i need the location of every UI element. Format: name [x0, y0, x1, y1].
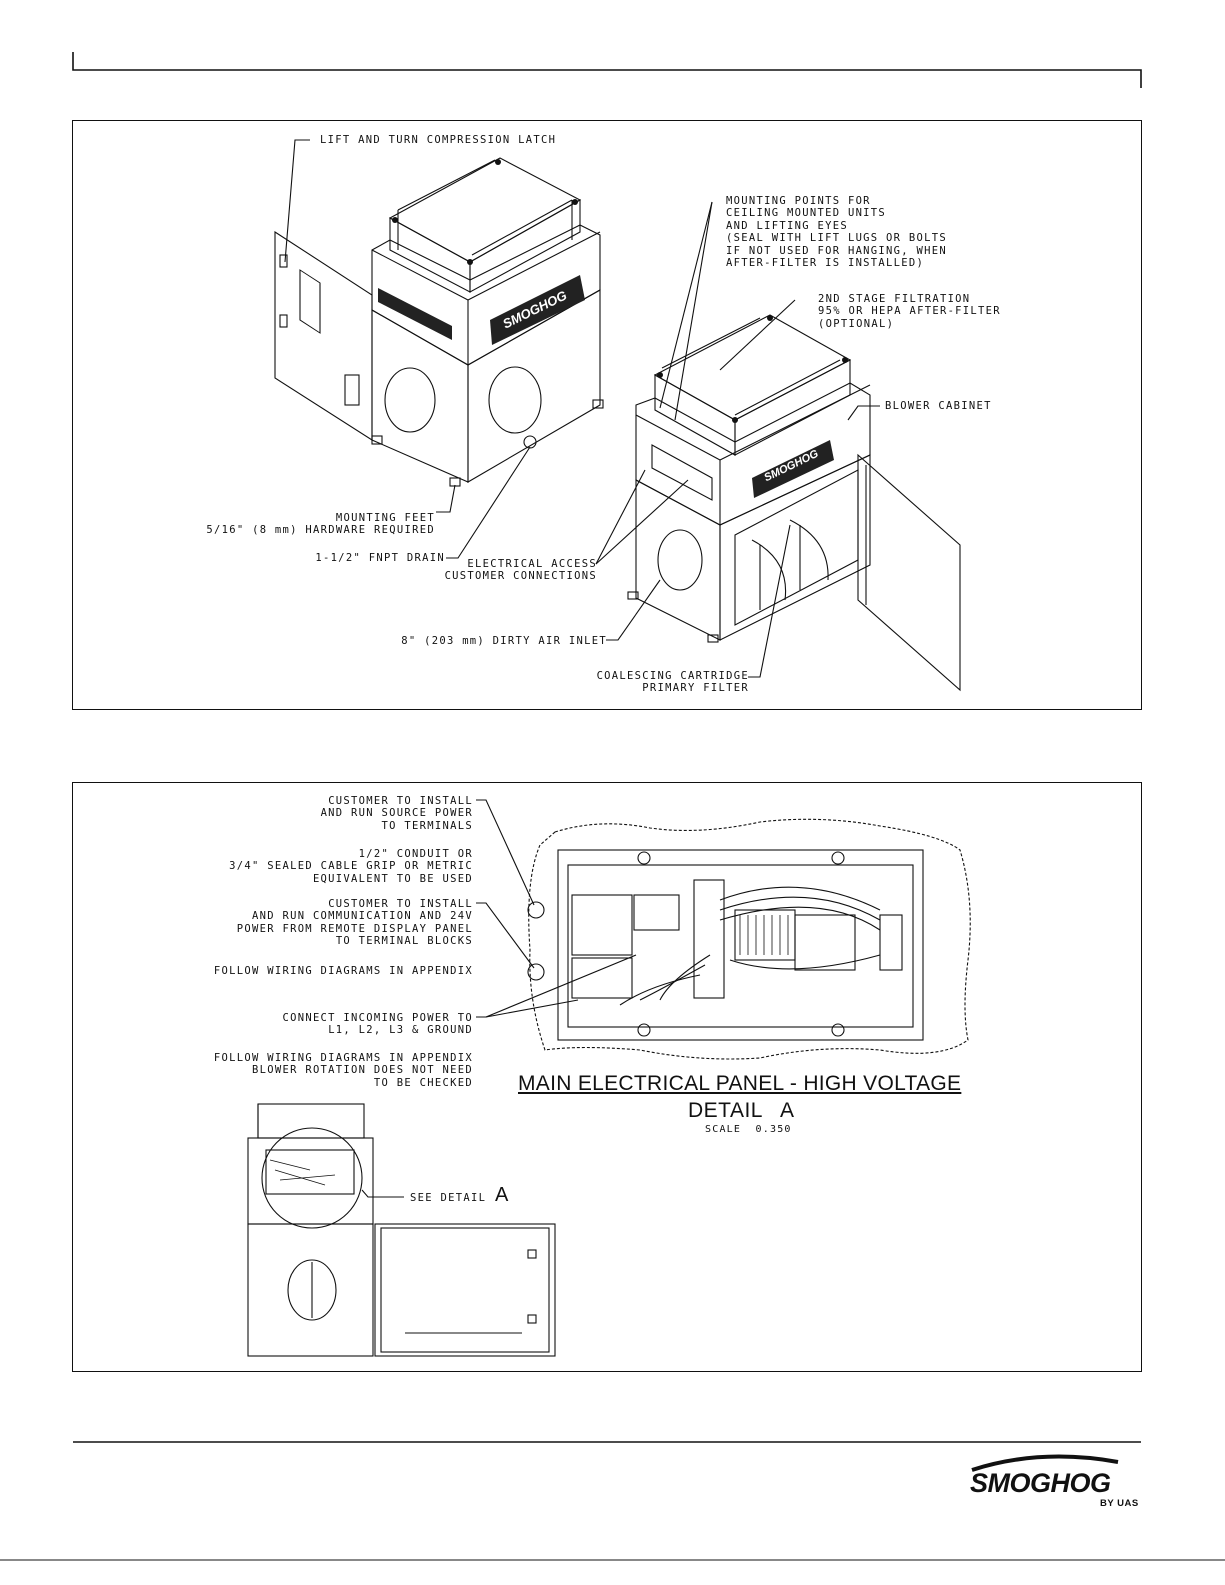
footer-brand-sub: BY UAS [1100, 1498, 1139, 1509]
figure-1-drawing [274, 139, 961, 692]
callout-see-detail-letter: A [495, 1184, 509, 1206]
callout-mounting-feet: MOUNTING FEET 5/16" (8 mm) HARDWARE REQU… [206, 512, 435, 537]
detail-subtitle: DETAIL A [688, 1099, 795, 1122]
figure-2-drawing [247, 799, 971, 1357]
detail-title: MAIN ELECTRICAL PANEL - HIGH VOLTAGE [518, 1072, 962, 1095]
header-rule [72, 52, 1142, 88]
callout-dirty-air-inlet: 8" (203 mm) DIRTY AIR INLET [401, 635, 607, 647]
callout-latch: LIFT AND TURN COMPRESSION LATCH [320, 134, 557, 146]
callout-conduit: 1/2" CONDUIT OR 3/4" SEALED CABLE GRIP O… [229, 848, 473, 885]
callout-blower-cabinet: BLOWER CABINET [885, 400, 992, 412]
detail-scale: SCALE 0.350 [705, 1124, 792, 1135]
callout-coalescing: COALESCING CARTRIDGE PRIMARY FILTER [596, 670, 749, 695]
callout-communication: CUSTOMER TO INSTALL AND RUN COMMUNICATIO… [236, 898, 473, 948]
footer-brand-logo: SMOGHOG [970, 1468, 1111, 1498]
callout-follow-wiring-2: FOLLOW WIRING DIAGRAMS IN APPENDIX BLOWE… [213, 1052, 473, 1089]
figure-1-frame [72, 120, 1142, 710]
figure-2-frame [72, 782, 1142, 1372]
callout-second-stage: 2ND STAGE FILTRATION 95% OR HEPA AFTER-F… [818, 293, 1001, 330]
callout-electrical-access: ELECTRICAL ACCESS CUSTOMER CONNECTIONS [444, 558, 597, 583]
callout-see-detail: SEE DETAIL [410, 1192, 487, 1204]
callout-incoming-power: CONNECT INCOMING POWER TO L1, L2, L3 & G… [282, 1012, 473, 1037]
callout-source-power: CUSTOMER TO INSTALL AND RUN SOURCE POWER… [320, 795, 473, 832]
callout-follow-wiring-1: FOLLOW WIRING DIAGRAMS IN APPENDIX [213, 965, 473, 977]
callout-mounting-points: MOUNTING POINTS FOR CEILING MOUNTED UNIT… [726, 195, 948, 270]
callout-drain: 1-1/2" FNPT DRAIN [315, 552, 445, 564]
